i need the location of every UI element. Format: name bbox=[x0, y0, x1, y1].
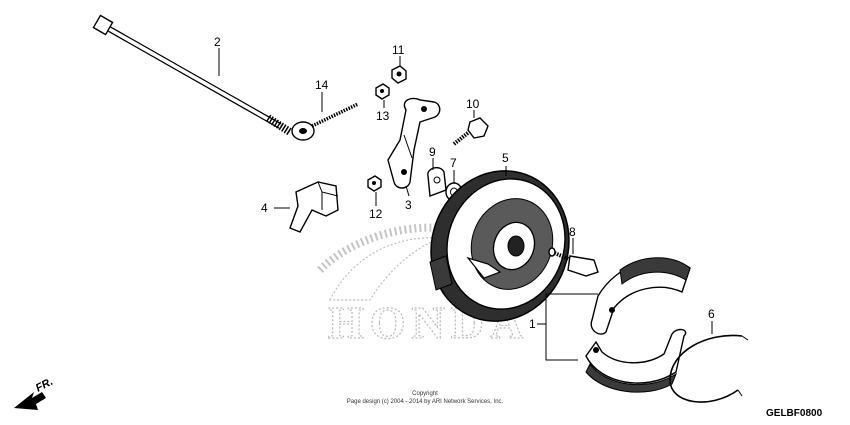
callout-11[interactable]: 11 bbox=[392, 43, 405, 57]
callout-13[interactable]: 13 bbox=[376, 109, 390, 123]
callout-2[interactable]: 2 bbox=[214, 35, 221, 49]
callout-7[interactable]: 7 bbox=[450, 156, 457, 170]
part-bolt[interactable] bbox=[452, 117, 489, 146]
part-brake-shoes[interactable] bbox=[585, 257, 691, 393]
part-nut-small[interactable] bbox=[375, 83, 390, 100]
callout-14[interactable]: 14 bbox=[315, 78, 329, 92]
part-cam[interactable] bbox=[548, 247, 599, 277]
front-direction-indicator: FR. bbox=[14, 376, 55, 410]
callout-9[interactable]: 9 bbox=[429, 145, 436, 159]
part-plate[interactable] bbox=[427, 166, 447, 197]
part-brake-rod[interactable] bbox=[291, 102, 359, 141]
callout-3[interactable]: 3 bbox=[405, 198, 412, 212]
callout-5[interactable]: 5 bbox=[502, 151, 509, 165]
copyright-title: Copyright bbox=[412, 391, 438, 397]
part-nut-upper[interactable] bbox=[391, 65, 407, 84]
part-axle[interactable] bbox=[92, 14, 293, 136]
part-brake-arm[interactable] bbox=[387, 97, 441, 189]
callout-6[interactable]: 6 bbox=[708, 307, 715, 321]
diagram-code: GELBF0800 bbox=[766, 408, 823, 419]
callout-10[interactable]: 10 bbox=[466, 97, 480, 111]
part-nut-lower[interactable] bbox=[367, 175, 382, 192]
callout-labels: 1 2 3 4 5 6 7 8 9 10 11 12 13 14 bbox=[214, 35, 715, 331]
leader-lines bbox=[218, 48, 713, 361]
copyright-notice: Page design (c) 2004 - 2014 by ARI Netwo… bbox=[347, 399, 504, 405]
callout-1[interactable]: 1 bbox=[529, 317, 536, 331]
callout-12[interactable]: 12 bbox=[369, 207, 383, 221]
part-brake-panel[interactable] bbox=[410, 151, 590, 340]
callout-4[interactable]: 4 bbox=[261, 201, 268, 215]
part-spring[interactable] bbox=[669, 334, 749, 403]
part-bracket[interactable] bbox=[289, 181, 339, 233]
front-direction-label: FR. bbox=[34, 376, 55, 395]
callout-8[interactable]: 8 bbox=[569, 225, 576, 239]
